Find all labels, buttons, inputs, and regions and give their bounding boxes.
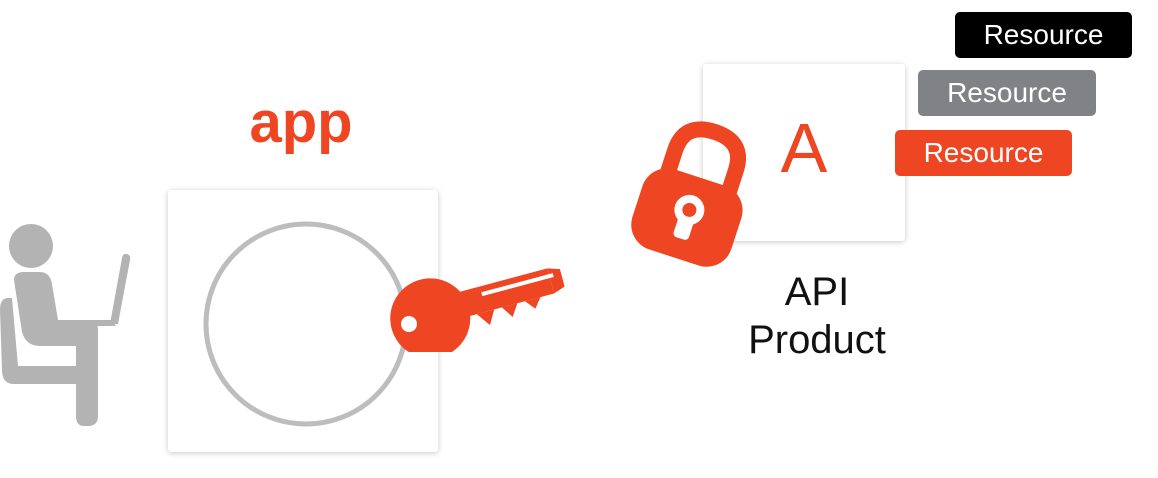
key-icon	[390, 268, 565, 352]
key-ring	[203, 221, 409, 427]
person-at-laptop-icon	[0, 224, 131, 426]
resource-badge-gray: Resource	[918, 70, 1096, 116]
api-product-letter: A	[780, 109, 828, 187]
api-product-label: API Product	[712, 268, 922, 364]
padlock-icon	[631, 121, 747, 267]
api-product-label-line1: API	[784, 270, 850, 314]
api-product-label-line2: Product	[748, 318, 886, 362]
resource-badge-orange: Resource	[895, 130, 1072, 176]
resource-badge-black: Resource	[955, 12, 1132, 58]
app-label: app	[249, 90, 353, 155]
